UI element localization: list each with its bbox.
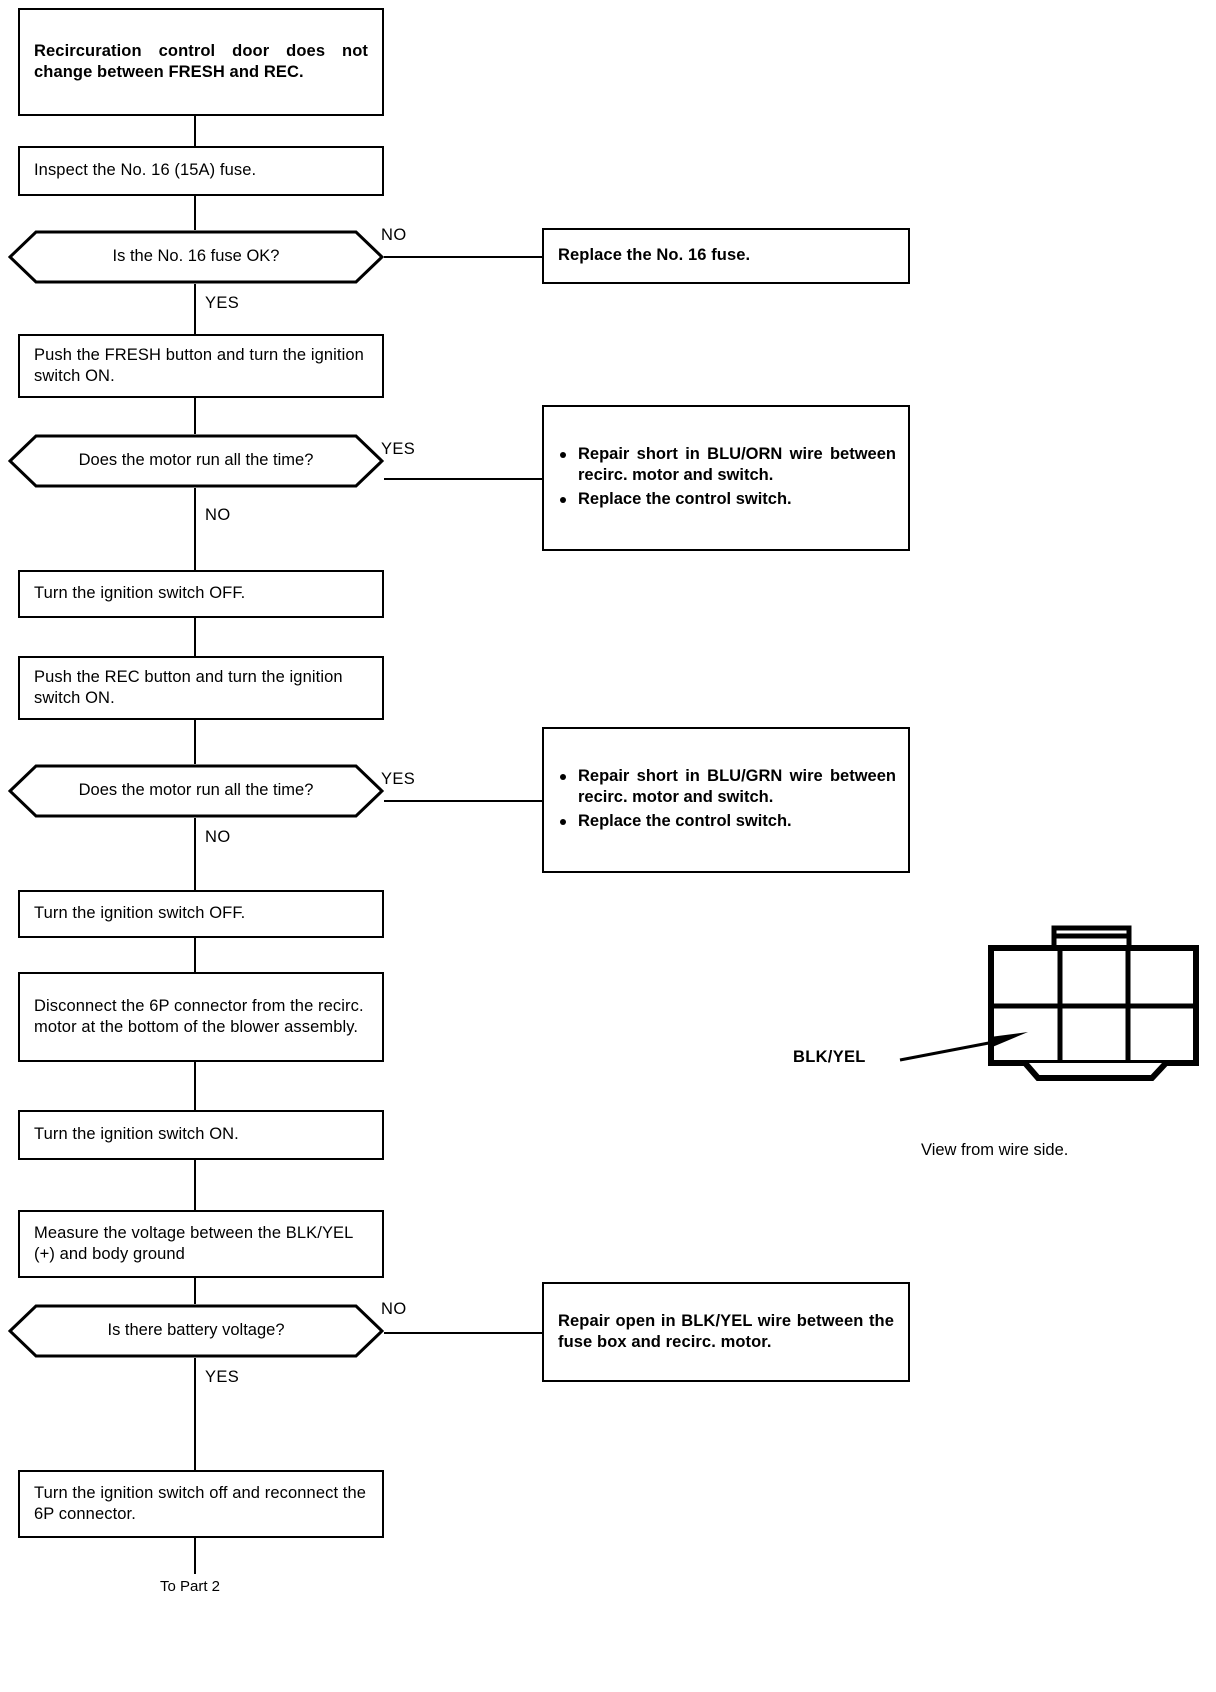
list-item: Repair short in BLU/ORN wire between rec… xyxy=(560,444,896,487)
decision-battery-voltage: Is there battery voltage? xyxy=(8,1304,384,1358)
process-box-measure-voltage-text: Measure the voltage between the BLK/YEL … xyxy=(34,1223,353,1263)
process-box-measure-voltage: Measure the voltage between the BLK/YEL … xyxy=(18,1210,384,1278)
outcome-box-replace-fuse-text: Replace the No. 16 fuse. xyxy=(558,246,751,265)
view-from-wire-side-note: View from wire side. xyxy=(921,1141,1069,1159)
branch-label-voltage-yes: YES xyxy=(205,1368,240,1386)
process-box-ignition-on-text: Turn the ignition switch ON. xyxy=(34,1125,239,1144)
branch-label-fresh-yes: YES xyxy=(381,440,416,458)
outcome-box-repair-open-blk-yel-text: Repair open in BLK/YEL wire between the … xyxy=(558,1311,894,1351)
outcome-box-repair-blu-orn-list: Repair short in BLU/ORN wire between rec… xyxy=(544,444,908,512)
decision-fuse-ok: Is the No. 16 fuse OK? xyxy=(8,230,384,284)
connector-inspect-to-fusedecision xyxy=(194,196,196,230)
connector-disconnect-to-ignon xyxy=(194,1062,196,1110)
process-box-disconnect-6p-text: Disconnect the 6P connector from the rec… xyxy=(34,996,364,1036)
process-box-disconnect-6p: Disconnect the 6P connector from the rec… xyxy=(18,972,384,1062)
decision-motor-runs-rec-text: Does the motor run all the time? xyxy=(78,781,314,800)
decision-motor-runs-rec: Does the motor run all the time? xyxy=(8,764,384,818)
decision-motor-runs-fresh: Does the motor run all the time? xyxy=(8,434,384,488)
connector-voltage-yes-vertical xyxy=(194,1358,196,1470)
process-box-inspect-fuse: Inspect the No. 16 (15A) fuse. xyxy=(18,146,384,196)
connector-reconnect-to-footer xyxy=(194,1538,196,1574)
connector-measure-to-voltdecision xyxy=(194,1278,196,1304)
process-box-reconnect-6p-text: Turn the ignition switch off and reconne… xyxy=(34,1483,367,1523)
decision-motor-runs-rec-shape xyxy=(8,764,384,818)
decision-motor-runs-fresh-shape xyxy=(8,434,384,488)
connector-fresh-yes-horizontal xyxy=(384,478,542,480)
branch-label-fuse-no: NO xyxy=(381,226,407,244)
process-box-push-fresh: Push the FRESH button and turn the ignit… xyxy=(18,334,384,398)
connector-fresh-no-vertical xyxy=(194,488,196,570)
connector-fuse-yes-vertical xyxy=(194,284,196,334)
decision-fuse-ok-shape xyxy=(8,230,384,284)
connector-off1-to-rec xyxy=(194,618,196,656)
process-box-ignition-off-1-text: Turn the ignition switch OFF. xyxy=(34,584,246,603)
blk-yel-label: BLK/YEL xyxy=(793,1048,866,1066)
process-box-inspect-fuse-text: Inspect the No. 16 (15A) fuse. xyxy=(34,161,257,180)
terminal-box-problem-text: Recircuration control door does not chan… xyxy=(34,41,368,81)
connector-title-to-inspect xyxy=(194,116,196,146)
outcome-box-repair-open-blk-yel: Repair open in BLK/YEL wire between the … xyxy=(542,1282,910,1382)
connector-ignon-to-measure xyxy=(194,1160,196,1210)
connector-6p-illustration xyxy=(899,925,1199,1081)
connector-rec-yes-horizontal xyxy=(384,800,542,802)
list-item: Replace the control switch. xyxy=(560,811,896,832)
branch-label-rec-yes: YES xyxy=(381,770,416,788)
decision-battery-voltage-text: Is there battery voltage? xyxy=(107,1321,285,1340)
connector-off2-to-disconnect xyxy=(194,938,196,972)
connector-fuse-no-horizontal xyxy=(384,256,542,258)
branch-label-fresh-no: NO xyxy=(205,506,231,524)
branch-label-voltage-no: NO xyxy=(381,1300,407,1318)
process-box-ignition-on: Turn the ignition switch ON. xyxy=(18,1110,384,1160)
process-box-push-rec-text: Push the REC button and turn the ignitio… xyxy=(34,667,343,707)
list-item: Replace the control switch. xyxy=(560,489,896,510)
connector-diagram: BLK/YEL xyxy=(890,920,1216,1140)
process-box-ignition-off-2: Turn the ignition switch OFF. xyxy=(18,890,384,938)
footer-to-part-2: To Part 2 xyxy=(160,1578,221,1595)
process-box-ignition-off-2-text: Turn the ignition switch OFF. xyxy=(34,904,246,923)
outcome-box-replace-fuse: Replace the No. 16 fuse. xyxy=(542,228,910,284)
outcome-box-repair-blu-grn: Repair short in BLU/GRN wire between rec… xyxy=(542,727,910,873)
terminal-box-problem: Recircuration control door does not chan… xyxy=(18,8,384,116)
process-box-ignition-off-1: Turn the ignition switch OFF. xyxy=(18,570,384,618)
outcome-box-repair-blu-orn: Repair short in BLU/ORN wire between rec… xyxy=(542,405,910,551)
connector-rec-no-vertical xyxy=(194,818,196,890)
process-box-reconnect-6p: Turn the ignition switch off and reconne… xyxy=(18,1470,384,1538)
decision-fuse-ok-text: Is the No. 16 fuse OK? xyxy=(112,247,280,266)
connector-rec-to-motordecision xyxy=(194,720,196,764)
branch-label-fuse-yes: YES xyxy=(205,294,240,312)
process-box-push-fresh-text: Push the FRESH button and turn the ignit… xyxy=(34,345,364,385)
branch-label-rec-no: NO xyxy=(205,828,231,846)
list-item: Repair short in BLU/GRN wire between rec… xyxy=(560,766,896,809)
decision-motor-runs-fresh-text: Does the motor run all the time? xyxy=(78,451,314,470)
connector-fresh-to-motordecision xyxy=(194,398,196,434)
connector-voltage-no-horizontal xyxy=(384,1332,542,1334)
outcome-box-repair-blu-grn-list: Repair short in BLU/GRN wire between rec… xyxy=(544,766,908,834)
decision-battery-voltage-shape xyxy=(8,1304,384,1358)
process-box-push-rec: Push the REC button and turn the ignitio… xyxy=(18,656,384,720)
